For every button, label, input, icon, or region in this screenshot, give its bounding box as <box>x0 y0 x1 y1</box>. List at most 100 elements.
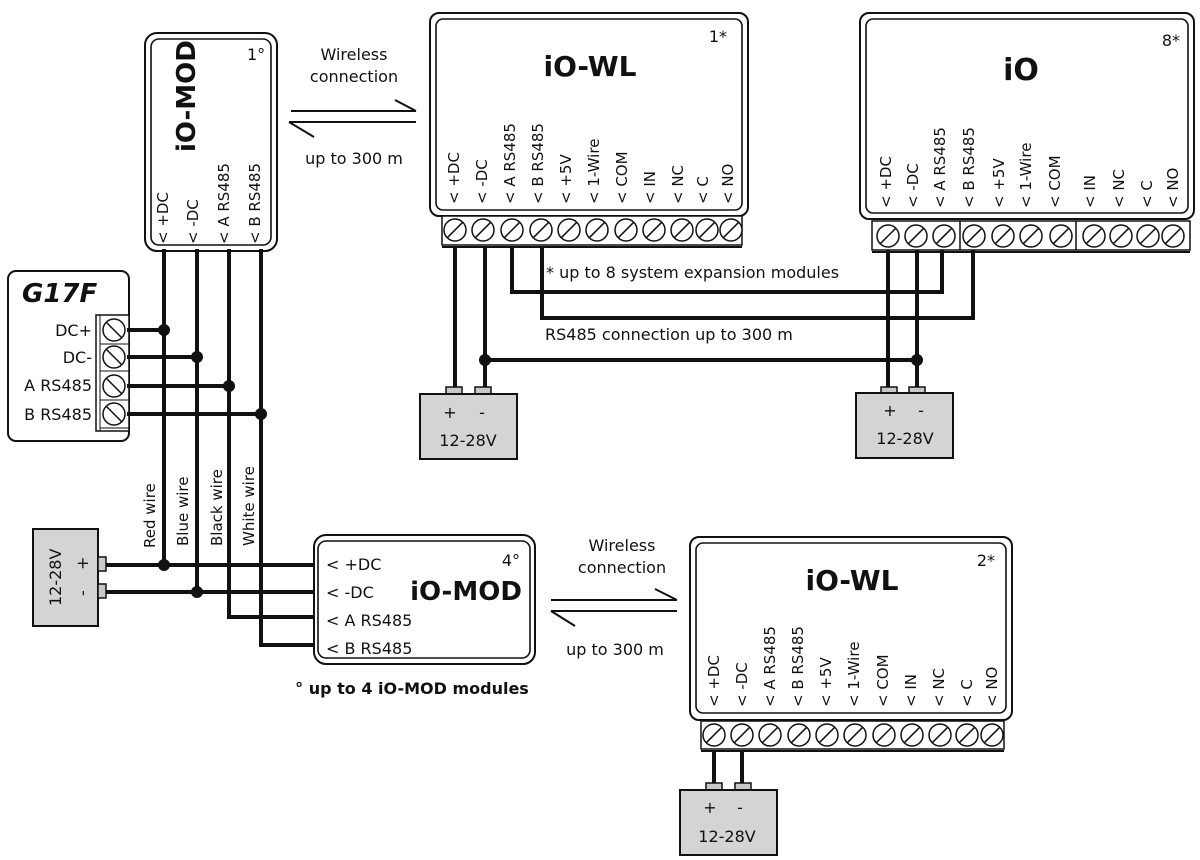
red-wire-label: Red wire <box>141 483 159 548</box>
g17f-terminal-label: B RS485 <box>24 405 92 424</box>
iowl2-pin: < COM <box>874 654 892 707</box>
iomod-4-pin: < -DC <box>326 583 374 602</box>
iowl2-pin: < +DC <box>705 655 723 707</box>
iowl-2-screw-terminal-icon <box>843 723 867 747</box>
io8-pin: < +DC <box>877 156 895 208</box>
white-wire <box>259 249 320 647</box>
iowl-1-screw-terminal-icon <box>642 218 666 242</box>
iowl2-pin: < A RS485 <box>761 626 779 707</box>
iomod-4-pin: < A RS485 <box>326 611 412 630</box>
psu-iowl-2-body <box>679 789 778 856</box>
io-8-screw-terminal-icon <box>962 224 986 248</box>
iowl-2-screw-terminal-icon <box>815 723 839 747</box>
psu-iowl-2-voltage: 12-28V <box>698 827 755 846</box>
psu-io-8-body <box>855 392 954 459</box>
iowl2-pin: < C <box>958 679 976 707</box>
wireless-1-label: Wireless <box>321 45 388 64</box>
io8-pin: < +5V <box>990 158 1008 208</box>
io-8-screw-terminal-icon <box>1049 224 1073 248</box>
iowl2-pin: < B RS485 <box>789 626 807 707</box>
iowl2-pin: < -DC <box>733 662 751 707</box>
io-8-screw-terminal-icon <box>1161 224 1185 248</box>
io8-pin: < NO <box>1164 168 1182 208</box>
black-wire-label: Black wire <box>208 469 226 546</box>
blue-wire-label: Blue wire <box>174 477 192 546</box>
iowl-2-inner <box>695 542 1007 714</box>
iowl1-pin: < COM <box>613 151 631 204</box>
iowl-2-screw-terminal-icon <box>787 723 811 747</box>
iowl-2-module: iO-WL 2* < +DC< -DC< A RS485< B RS485< +… <box>689 536 1013 752</box>
wireless-2-label: connection <box>578 558 666 577</box>
iowl-2-screw-terminal-icon <box>758 723 782 747</box>
iowl2-pin: < IN <box>902 674 920 707</box>
iowl-1-screw-terminal-icon <box>719 218 743 242</box>
psu-io-8: + - 12-28V <box>855 386 954 459</box>
g17f-terminal-label: DC- <box>63 348 92 367</box>
iowl-1-screw-terminal-icon <box>670 218 694 242</box>
psu-iowl-1-voltage: 12-28V <box>439 431 496 450</box>
g17f-terminal-label: DC+ <box>55 321 92 340</box>
io8-pin: < IN <box>1081 175 1099 208</box>
iowl-2-screw-terminal-icon <box>702 723 726 747</box>
psu-left-voltage: 12-28V <box>46 549 65 606</box>
wireless-1-label: connection <box>310 67 398 86</box>
iowl-1-screw-terminal-icon <box>500 218 524 242</box>
iowl1-pin: < +5V <box>557 154 575 204</box>
io8-pin: < -DC <box>904 163 922 208</box>
iomod-4-pin: < +DC <box>326 555 381 574</box>
wireless-2-range: up to 300 m <box>566 640 664 659</box>
black-wire <box>227 249 320 619</box>
io-8-screw-terminal-icon <box>1019 224 1043 248</box>
bidirectional-arrow-icon <box>550 588 678 627</box>
io8-pin: < COM <box>1046 155 1064 208</box>
io8-pin: < B RS485 <box>960 127 978 208</box>
io-8-screw-terminal-icon <box>1109 224 1133 248</box>
iowl1-pin: < 1-Wire <box>585 139 603 204</box>
rs485-note: RS485 connection up to 300 m <box>545 325 793 344</box>
iomod-4-module: iO-MOD 4° < +DC < -DC < A RS485 < B RS48… <box>313 534 536 665</box>
g17f-title: G17F <box>22 279 98 309</box>
iowl2-pin: < NC <box>930 668 948 707</box>
psu-iowl-2: + - 12-28V <box>679 782 778 856</box>
io8-pin: < A RS485 <box>931 127 949 208</box>
iomod-4-index: 4° <box>502 551 520 570</box>
iomod-limit-note: ° up to 4 iO-MOD modules <box>295 679 529 698</box>
io-8-inner <box>865 18 1189 214</box>
io-8-module: iO 8* < +DC< -DC< A RS485< B RS485< +5V<… <box>859 12 1195 253</box>
iowl-2-title: iO-WL <box>805 564 898 597</box>
iowl-1-screw-terminal-icon <box>585 218 609 242</box>
iowl1-pin: < A RS485 <box>501 123 519 204</box>
iowl-2-screw-terminal-icon <box>955 723 979 747</box>
iomod-1-title: iO-MOD <box>172 40 202 152</box>
g17f-module: G17F DC+ DC- A RS485 B RS485 <box>7 270 130 442</box>
psu-left-plus: + <box>73 557 92 570</box>
iowl-1-screw-terminal-icon <box>529 218 553 242</box>
iowl-1-screw-terminal-icon <box>471 218 495 242</box>
io8-pin: < C <box>1138 180 1156 208</box>
iomod-1-inner <box>150 38 272 246</box>
iowl1-pin: < +DC <box>445 152 463 204</box>
psu-iowl-1-plus: + <box>443 403 456 422</box>
g17f-screw-terminal-icon <box>100 345 129 372</box>
iowl1-pin: < -DC <box>473 159 491 204</box>
g17f-screw-terminal-icon <box>100 374 129 401</box>
iowl1-pin: < B RS485 <box>529 123 547 204</box>
iowl1-pin: < IN <box>641 171 659 204</box>
io-8-screw-terminal-icon <box>1136 224 1160 248</box>
iowl-1-screw-terminal-icon <box>614 218 638 242</box>
iowl-2-screw-terminal-icon <box>730 723 754 747</box>
wireless-1-range: up to 300 m <box>305 149 403 168</box>
psu-left: 12-28V + - <box>32 528 107 627</box>
io-8-screw-terminal-icon <box>1082 224 1106 248</box>
iowl-1-title: iO-WL <box>543 50 636 83</box>
iowl1-pin: < NO <box>719 164 737 204</box>
wireless-link-2: Wireless connection up to 300 m <box>550 536 678 659</box>
psu-io-8-plus: + <box>883 401 896 420</box>
g17f-terminal-label: A RS485 <box>24 376 92 395</box>
iowl-1-screw-terminal-icon <box>443 218 467 242</box>
iowl-1-index: 1* <box>709 27 727 46</box>
iowl-2-index: 2* <box>977 551 995 570</box>
iowl2-pin: < NO <box>983 667 1001 707</box>
iomod-1-pin: < B RS485 <box>246 163 264 244</box>
